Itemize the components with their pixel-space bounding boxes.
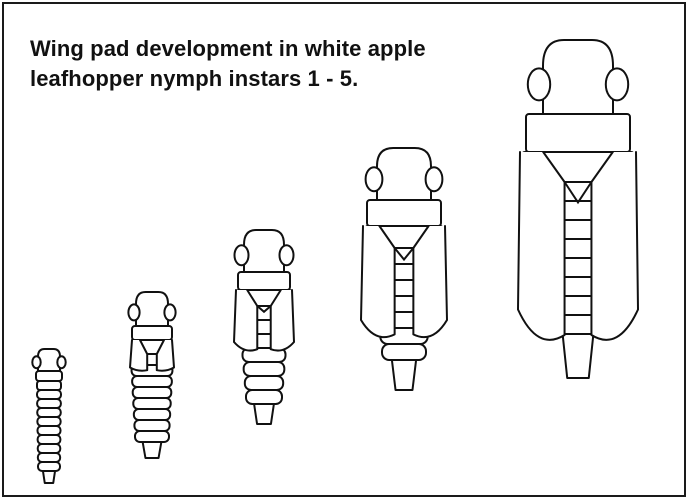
nymph-instar-3-icon xyxy=(234,230,294,424)
eye-icon xyxy=(32,356,40,368)
wing-pad-right-icon xyxy=(413,226,447,337)
nymph-instar-1-icon xyxy=(32,349,65,483)
eye-icon xyxy=(606,68,628,100)
wing-pad-left-icon xyxy=(518,152,565,340)
wing-pad-left-icon xyxy=(361,226,395,337)
eye-icon xyxy=(426,167,443,191)
nymph-illustration xyxy=(4,4,684,495)
eye-icon xyxy=(235,245,249,265)
eye-icon xyxy=(128,304,139,320)
eye-icon xyxy=(366,167,383,191)
nymph-instar-2-icon xyxy=(128,292,175,458)
nymph-instar-5-icon xyxy=(518,40,638,378)
wing-pad-right-icon xyxy=(271,290,294,351)
nymph-instar-4-icon xyxy=(361,148,447,390)
eye-icon xyxy=(528,68,550,100)
eye-icon xyxy=(57,356,65,368)
eye-icon xyxy=(164,304,175,320)
eye-icon xyxy=(280,245,294,265)
wing-pad-left-icon xyxy=(234,290,257,351)
wing-pad-right-icon xyxy=(591,152,638,340)
